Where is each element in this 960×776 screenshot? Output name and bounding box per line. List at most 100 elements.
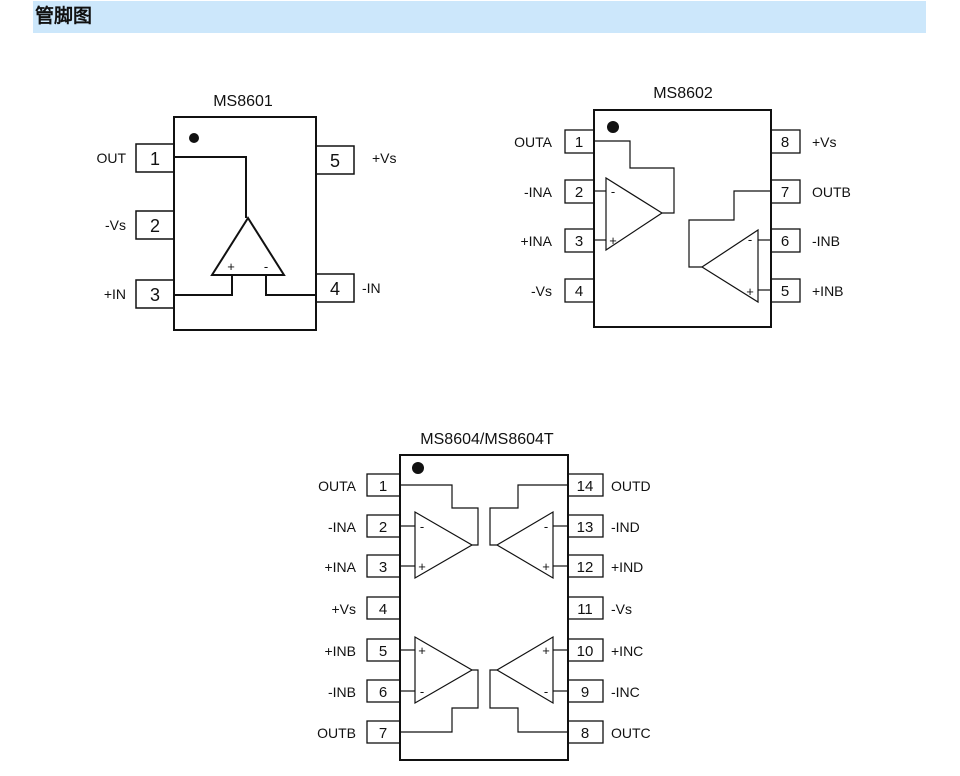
ms8604-pin-label-12: +IND <box>611 559 643 575</box>
ms8604-pin-num-11: 11 <box>577 601 593 618</box>
ms8602-pin-label-6: -INB <box>812 233 840 249</box>
ms8604-amp-d-plus-symbol: + <box>542 559 550 574</box>
ms8604-pin-label-8: OUTC <box>611 725 651 741</box>
pin1-marker-dot <box>412 462 424 474</box>
ms8604-pin-label-2: -INA <box>328 519 357 535</box>
ms8602-pin-label-8: +Vs <box>812 134 837 150</box>
ms8604-amp-c-minus-symbol: - <box>544 684 548 699</box>
ms8601-pin-box-2 <box>135 210 175 240</box>
ms8601-pin-label-5: +Vs <box>372 150 397 166</box>
ms8601-plus-wire <box>174 275 233 296</box>
ms8604-pin-label-1: OUTA <box>318 478 357 494</box>
section-header: 管脚图 <box>33 1 926 33</box>
ms8604-amp-b-triangle <box>414 635 474 705</box>
ms8604-pin-num-9: 9 <box>581 684 589 701</box>
ms8604-pin-label-7: OUTB <box>317 725 356 741</box>
ms8602-body <box>593 109 772 328</box>
ms8602-pin-num-5: 5 <box>781 283 789 300</box>
ms8604-amp-a-plus-symbol: + <box>418 559 426 574</box>
ms8601-pin-label-1: OUT <box>96 150 126 166</box>
ms8604-amp-a-minus-symbol: - <box>420 519 424 534</box>
ms8601-plus-symbol: + <box>227 259 235 274</box>
ms8604-amp-d-out-wire <box>489 484 568 546</box>
ms8604-amp-b-plus-symbol: + <box>418 643 426 658</box>
ms8604-pin-num-6: 6 <box>379 684 387 701</box>
ms8602-pin-num-8: 8 <box>781 134 789 151</box>
ms8602-amp-b-out-wire <box>688 190 771 268</box>
ms8604-pin-label-6: -INB <box>328 684 356 700</box>
ms8601-pin-box-4 <box>315 273 355 303</box>
ms8604-body <box>399 454 569 761</box>
ms8601-minus-wire <box>265 275 316 296</box>
ms8604-amp-a-out-wire <box>400 484 479 546</box>
ms8604-pin-label-14: OUTD <box>611 478 651 494</box>
ms8604-pin-num-3: 3 <box>379 559 387 576</box>
ms8602-pin-label-2: -INA <box>524 184 553 200</box>
ms8604-pin-label-3: +INA <box>324 559 356 575</box>
ms8602-pin-label-1: OUTA <box>514 134 553 150</box>
ms8602-pin-num-2: 2 <box>575 184 583 201</box>
ms8604-pin-label-9: -INC <box>611 684 640 700</box>
ms8602-pin-num-3: 3 <box>575 233 583 250</box>
pin1-marker-dot <box>189 133 199 143</box>
ms8604-pin-num-10: 10 <box>577 643 594 660</box>
ms8604-pin-num-5: 5 <box>379 643 387 660</box>
ms8601-pin-label-4: -IN <box>362 280 381 296</box>
ms8602-pin-label-7: OUTB <box>812 184 851 200</box>
ms8604-pin-num-12: 12 <box>577 559 594 576</box>
ms8604-pin-num-14: 14 <box>577 478 594 495</box>
ms8604-amp-b-minus-symbol: - <box>420 684 424 699</box>
ms8601-pin-num-4: 4 <box>330 279 340 299</box>
ms8604-amp-c-plus-symbol: + <box>542 643 550 658</box>
ms8602-pin-label-5: +INB <box>812 283 844 299</box>
ms8602-package: MS8602 <box>564 85 801 328</box>
ms8601-pin-box-5 <box>315 145 355 175</box>
ms8604-pin-label-11: -Vs <box>611 601 632 617</box>
ms8601-package: MS8601 <box>135 93 355 331</box>
ms8604-pin-num-8: 8 <box>581 725 589 742</box>
ms8604-pin-box-4 <box>366 596 401 620</box>
ms8601-pin-label-3: +IN <box>104 286 126 302</box>
ms8601-texts: 1 2 3 4 5 OUT -Vs +IN -IN +Vs + - <box>96 149 396 305</box>
ms8604-package: MS8604/MS8604T <box>366 431 604 761</box>
ms8604-pin-label-5: +INB <box>324 643 356 659</box>
ms8604-pin-num-1: 1 <box>379 478 387 495</box>
ms8604-amp-d-triangle <box>495 510 554 580</box>
ms8604-amp-d-minus-symbol: - <box>544 519 548 534</box>
ms8601-minus-symbol: - <box>264 259 268 274</box>
ms8601-title: MS8601 <box>213 93 273 110</box>
ms8602-pin-num-6: 6 <box>781 233 789 250</box>
ms8602-title: MS8602 <box>653 85 713 102</box>
ms8604-title: MS8604/MS8604T <box>420 431 554 448</box>
ms8604-amp-a-triangle <box>414 510 474 580</box>
ms8602-amp-a-minus-symbol: - <box>611 184 615 199</box>
ms8604-pin-label-4: +Vs <box>331 601 356 617</box>
ms8601-pin-num-3: 3 <box>150 285 160 305</box>
ms8602-pin-num-4: 4 <box>575 283 583 300</box>
ms8601-pin-num-1: 1 <box>150 149 160 169</box>
ms8604-pin-num-4: 4 <box>379 601 387 618</box>
ms8602-pin-box-8 <box>770 129 801 154</box>
ms8604-pin-label-13: -IND <box>611 519 640 535</box>
ms8602-amp-b-minus-symbol: - <box>748 232 752 247</box>
ms8604-amp-c-out-wire <box>489 669 568 733</box>
section-title: 管脚图 <box>35 5 93 27</box>
ms8604-amp-b-out-wire <box>400 669 479 733</box>
ms8602-pin-box-4 <box>564 278 595 303</box>
ms8602-amp-b-triangle <box>700 228 759 304</box>
ms8604-pin-label-10: +INC <box>611 643 643 659</box>
ms8602-pin-num-7: 7 <box>781 184 789 201</box>
ms8604-amp-c-triangle <box>495 635 554 705</box>
ms8602-amp-b-plus-symbol: + <box>746 284 754 299</box>
ms8604-pin-num-13: 13 <box>577 519 594 536</box>
ms8604-pin-num-2: 2 <box>379 519 387 536</box>
ms8601-opamp-triangle <box>210 216 286 276</box>
ms8601-out-wire <box>174 156 247 218</box>
ms8604-texts: 1 2 3 4 5 6 7 8 9 10 11 12 13 14 OUTA -I… <box>317 478 651 742</box>
ms8602-pin-label-3: +INA <box>520 233 552 249</box>
ms8601-pin-num-2: 2 <box>150 216 160 236</box>
ms8602-texts: 1 2 3 4 5 6 7 8 OUTA -INA +INA -Vs +INB … <box>514 134 851 300</box>
ms8604-pin-num-7: 7 <box>379 725 387 742</box>
ms8601-pin-num-5: 5 <box>330 151 340 171</box>
